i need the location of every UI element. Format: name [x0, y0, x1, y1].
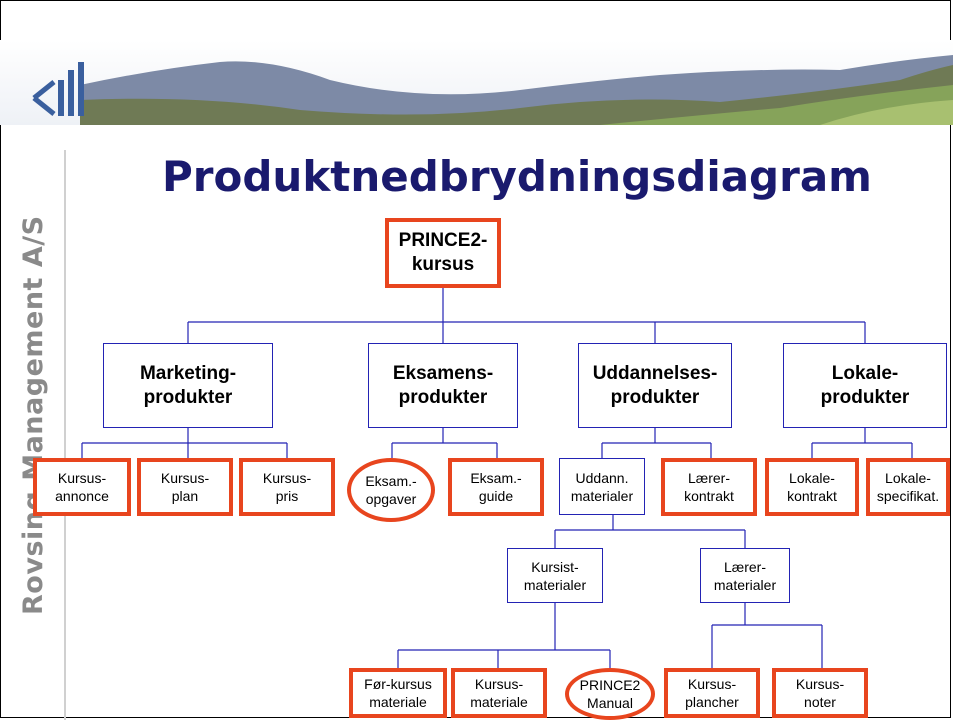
node-prince2-kursus: PRINCE2- kursus — [385, 218, 501, 288]
node-prince2-manual: PRINCE2 Manual — [565, 668, 655, 720]
node-marketing-produkter: Marketing- produkter — [103, 343, 273, 428]
landscape-banner — [0, 40, 953, 125]
node-kursist-materialer: Kursist- materialer — [507, 548, 603, 603]
node-kursus-annonce: Kursus- annonce — [33, 458, 131, 516]
node-laerer-materialer: Lærer- materialer — [700, 548, 790, 603]
node-lokale-kontrakt: Lokale- kontrakt — [765, 458, 859, 516]
node-kursus-plancher: Kursus- plancher — [664, 668, 760, 718]
slide-title: Produktnedbrydningsdiagram — [162, 152, 872, 201]
node-eksamens-produkter: Eksamens- produkter — [368, 343, 518, 428]
node-kursus-pris: Kursus- pris — [239, 458, 335, 516]
company-logo — [32, 62, 84, 116]
node-foer-kursus-materiale: Før-kursus materiale — [349, 668, 447, 718]
node-eksam-opgaver: Eksam.- opgaver — [347, 458, 435, 522]
node-uddannelses-produkter: Uddannelses- produkter — [578, 343, 732, 428]
node-laerer-kontrakt: Lærer- kontrakt — [661, 458, 757, 516]
node-kursus-plan: Kursus- plan — [137, 458, 233, 516]
node-lokale-produkter: Lokale- produkter — [783, 343, 947, 428]
node-eksam-guide: Eksam.- guide — [448, 458, 544, 516]
node-kursus-noter: Kursus- noter — [772, 668, 868, 718]
node-uddann-materialer: Uddann. materialer — [559, 458, 645, 515]
side-divider — [64, 150, 66, 720]
node-kursus-materiale: Kursus- materiale — [451, 668, 547, 718]
node-lokale-specifikat: Lokale- specifikat. — [866, 458, 950, 516]
